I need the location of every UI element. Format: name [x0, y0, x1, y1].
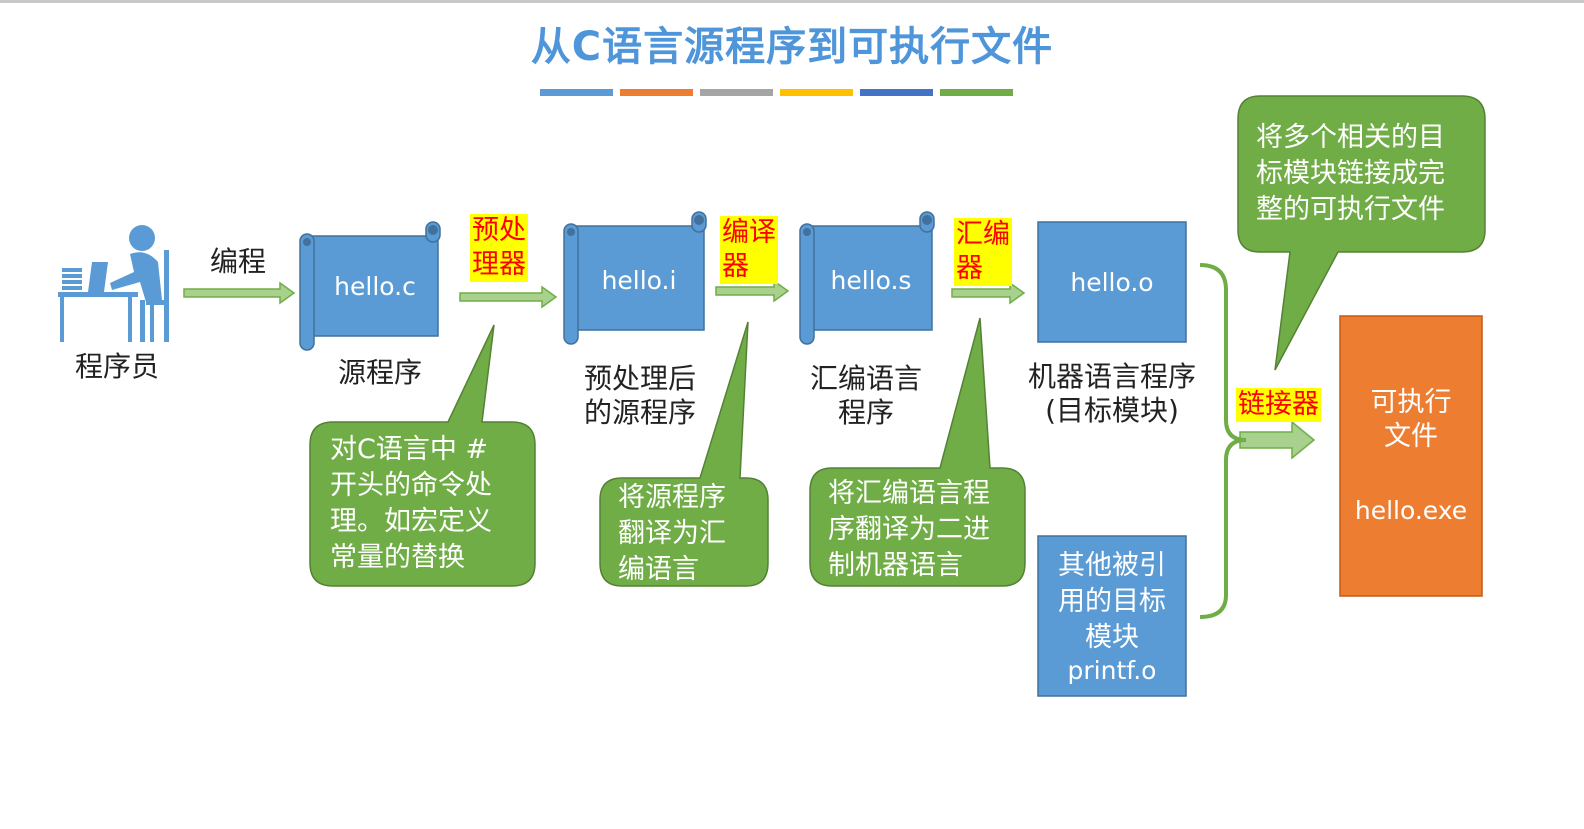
- scroll-left-roll: [563, 223, 579, 345]
- executable-label: 可执行 文件: [1370, 387, 1452, 452]
- title-underline-bar: [620, 89, 693, 96]
- tool-linker: 链接器: [1236, 388, 1321, 422]
- caption-assembly: 汇编语言 程序: [809, 362, 922, 429]
- callout-link-text: 将多个相关的目 标模块链接成完 整的可执行文件: [1256, 122, 1445, 225]
- title-underline-bar: [860, 89, 933, 96]
- caption-source: 源程序: [337, 356, 422, 389]
- scroll-curl: [922, 215, 932, 225]
- other-modules-file: printf.o: [1067, 656, 1157, 685]
- tool-preprocessor: 预处 理器: [470, 214, 528, 282]
- linker-brace: [1199, 263, 1247, 619]
- callout-assemble: [809, 317, 1026, 587]
- callout-assemble-text: 将汇编语言程 序翻译为二进 制机器语言: [828, 478, 990, 581]
- top-border-line: [0, 0, 1584, 3]
- scroll-left-roll: [299, 233, 315, 351]
- scroll-curl: [694, 215, 704, 225]
- scroll-hello-i: [563, 211, 707, 345]
- scroll-body: [803, 225, 933, 331]
- scroll-file-hello-c: hello.c: [334, 272, 416, 301]
- other-modules-text: 其他被引 用的目标 模块: [1058, 550, 1166, 653]
- scroll-body: [303, 235, 439, 337]
- callout-preprocess-text: 对C语言中 # 开头的命令处 理。如宏定义 常量的替换: [330, 434, 492, 573]
- scroll-file-hello-s: hello.s: [830, 266, 912, 295]
- arrow-link: [1239, 420, 1316, 460]
- object-file-box: [1037, 221, 1187, 343]
- other-modules-box: [1037, 535, 1187, 697]
- callout-link: [1237, 95, 1486, 371]
- edit-label: 编程: [209, 245, 266, 278]
- scroll-curl: [567, 228, 575, 236]
- tool-assembler: 汇编 器: [954, 218, 1012, 286]
- title-underline-bar: [780, 89, 853, 96]
- arrow-assemble: [951, 281, 1026, 305]
- scroll-left-roll: [799, 223, 815, 345]
- arrow-preprocess: [459, 285, 558, 309]
- caption-machine: 机器语言程序 (目标模块): [1027, 360, 1196, 427]
- programmer-at-desk-icon: [58, 225, 169, 342]
- object-file-name: hello.o: [1070, 268, 1154, 297]
- scroll-curl: [303, 238, 311, 246]
- scroll-body: [567, 225, 705, 331]
- arrows: [183, 279, 1316, 460]
- tool-compiler: 编译 器: [720, 216, 778, 284]
- executable-file: hello.exe: [1354, 496, 1468, 525]
- scroll-curl: [803, 228, 811, 236]
- title-underline-bar: [940, 89, 1013, 96]
- programmer-label: 程序员: [74, 350, 159, 383]
- callout-compile: [599, 321, 769, 587]
- caption-preprocessed: 预处理后 的源程序: [583, 362, 696, 429]
- title-underline-bar: [540, 89, 613, 96]
- scroll-curl: [428, 225, 438, 235]
- scroll-hello-c: [299, 221, 441, 351]
- callout-preprocess: [309, 324, 536, 587]
- scroll-file-hello-i: hello.i: [601, 266, 677, 295]
- arrow-edit: [183, 281, 296, 305]
- slide-title: 从C语言源程序到可执行文件: [530, 24, 1054, 70]
- scroll-hello-s: [799, 211, 935, 345]
- arrow-compile: [715, 279, 790, 303]
- executable-box: [1339, 315, 1483, 597]
- callout-compile-text: 将源程序 翻译为汇 编语言: [618, 482, 726, 585]
- title-underline-bar: [700, 89, 773, 96]
